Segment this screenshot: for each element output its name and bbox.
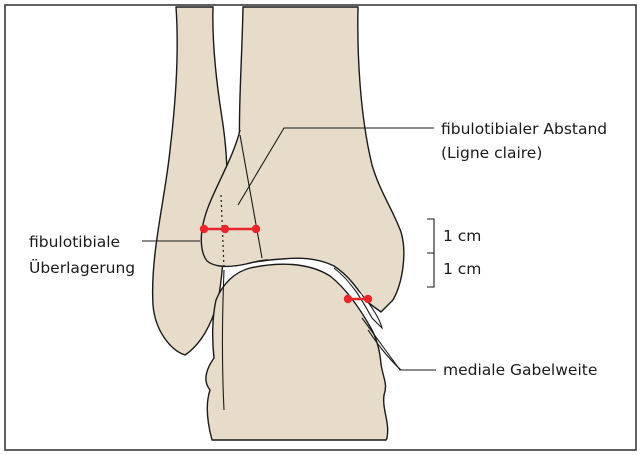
overlap-marker-1 [200, 225, 208, 233]
scale-label-lower: 1 cm [443, 260, 481, 278]
medial-space-marker-1 [344, 295, 352, 303]
medial-clear-space-label: mediale Gabelweite [443, 361, 597, 379]
ligne-claire-label-line1: fibulotibialer Abstand [441, 120, 607, 138]
overlap-label-line1: fibulotibiale [29, 233, 120, 251]
overlap-label-line2: Überlagerung [29, 258, 135, 277]
scale-label-upper: 1 cm [443, 227, 481, 245]
ligne-claire-label-line2: (Ligne claire) [441, 144, 542, 162]
medial-space-marker-2 [364, 295, 372, 303]
overlap-marker-2 [221, 225, 229, 233]
overlap-marker-3 [252, 225, 260, 233]
